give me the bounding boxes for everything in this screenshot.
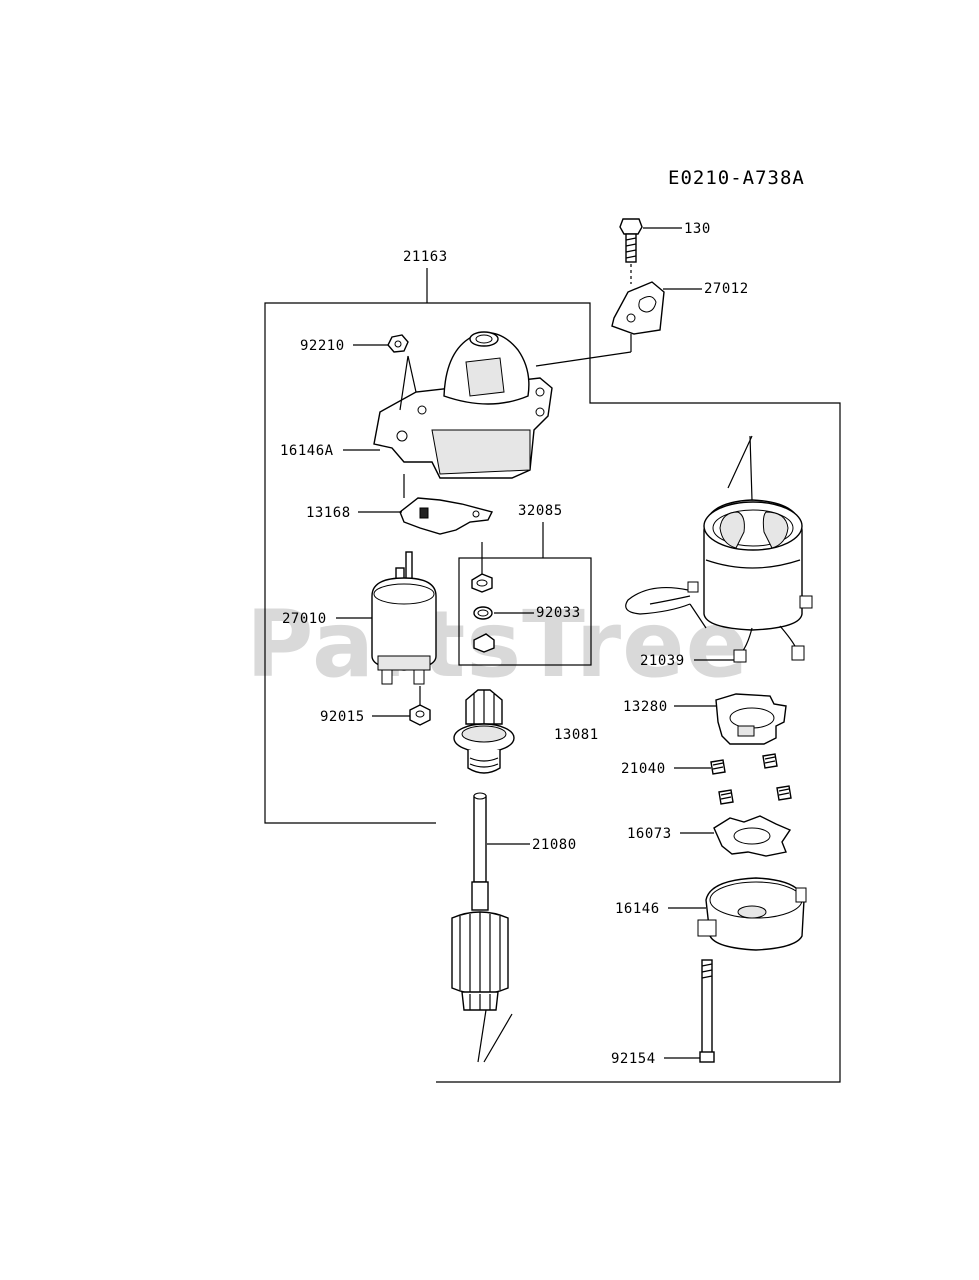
callout-32085: 32085 [518,503,563,519]
callout-21163: 21163 [403,249,448,265]
nut-92210[interactable] [353,334,409,353]
housing-16146A[interactable] [343,331,553,479]
callout-16073: 16073 [627,826,672,842]
solenoid-27010[interactable] [336,551,437,685]
pinion-13081[interactable] [453,689,515,774]
kit-contents-32085[interactable] [471,542,534,653]
callout-92033: 92033 [536,605,581,621]
brush-holder-13280[interactable] [674,693,787,745]
callout-92015: 92015 [320,709,365,725]
callout-13280: 13280 [623,699,668,715]
through-bolt-92154[interactable] [664,959,715,1063]
watermark-logo: PartsTree [246,591,749,698]
callout-13081: 13081 [554,727,599,743]
bolt-130[interactable] [619,218,682,284]
callout-27012: 27012 [704,281,749,297]
diagram-code: E0210-A738A [668,167,805,189]
callout-92210: 92210 [300,338,345,354]
callout-21080: 21080 [532,837,577,853]
callout-13168: 13168 [306,505,351,521]
callout-21040: 21040 [621,761,666,777]
callout-27010: 27010 [282,611,327,627]
end-cover-16146[interactable] [668,877,807,951]
assembly-frame-21163 [264,268,841,1083]
armature-21080[interactable] [451,792,530,1063]
lever-13168[interactable] [358,474,494,535]
yoke-21039[interactable] [625,435,813,663]
nut-92015[interactable] [372,686,431,726]
callout-130: 130 [684,221,711,237]
plate-16073[interactable] [680,815,792,857]
callout-21039: 21039 [640,653,685,669]
springs-21040[interactable] [674,753,792,805]
callout-16146: 16146 [615,901,660,917]
assembly-frame-32085 [458,522,592,666]
plate-27012[interactable] [535,281,702,367]
callout-92154: 92154 [611,1051,656,1067]
callout-16146A: 16146A [280,443,334,459]
